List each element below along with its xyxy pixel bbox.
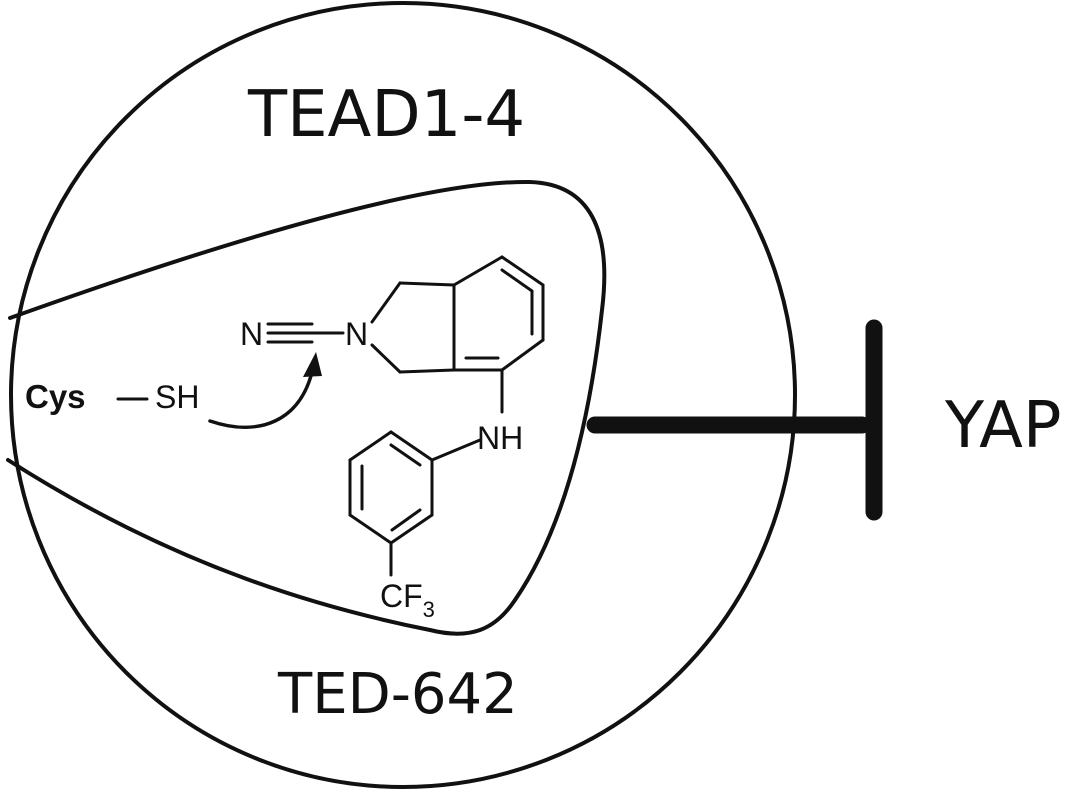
curved-arrow-icon xyxy=(208,352,322,429)
binding-pocket xyxy=(6,179,607,636)
isoindoline-ring xyxy=(370,255,545,374)
nh-aryl-bond xyxy=(430,438,482,462)
ring-n-label: N xyxy=(345,316,368,352)
aryl-ring xyxy=(348,430,434,545)
nh-label: NH xyxy=(477,420,523,456)
tead-protein-circle xyxy=(9,1,797,789)
triple-bond xyxy=(266,322,345,344)
inhibition-icon xyxy=(586,319,883,521)
tead-label: TEAD1-4 xyxy=(247,78,525,152)
cys-label: Cys xyxy=(25,378,86,415)
cf3-subscript: 3 xyxy=(423,597,435,622)
ted642-label: TED-642 xyxy=(277,662,518,727)
yap-label: YAP xyxy=(944,389,1062,463)
sh-label: SH xyxy=(155,379,199,415)
cf3-label: CF3 xyxy=(380,578,435,622)
nitrile-n-label: N xyxy=(240,316,263,352)
